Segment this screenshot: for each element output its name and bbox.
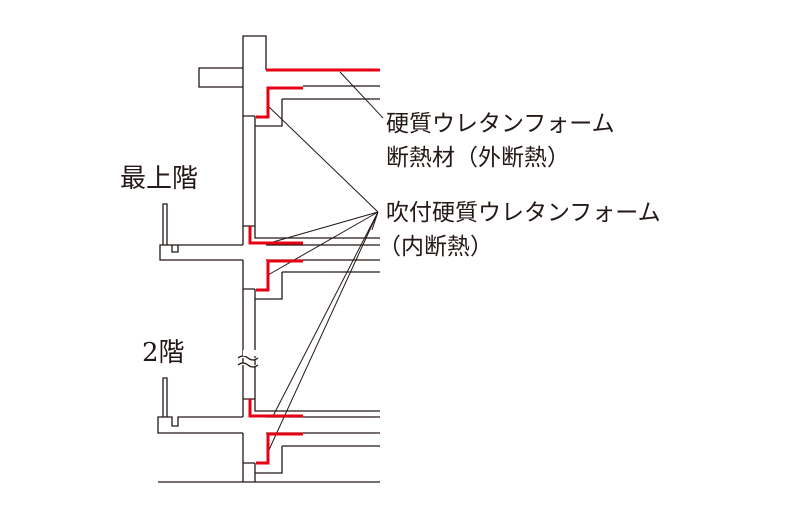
insulation-red xyxy=(248,68,380,465)
top-floor-internal-insulation xyxy=(248,226,303,245)
leader-internal xyxy=(267,105,379,453)
roof-internal-insulation xyxy=(256,86,303,119)
leader-external xyxy=(339,71,384,119)
second-floor-wall xyxy=(242,260,380,417)
internal-insulation-sublabel: （内断熱） xyxy=(378,234,493,260)
second-floor-slab xyxy=(157,416,380,434)
first-floor-ceiling xyxy=(158,433,380,483)
top-floor-wall xyxy=(242,116,380,245)
ceiling-lines xyxy=(243,271,380,300)
internal-insulation-label: 吹付硬質ウレタンフォーム xyxy=(386,200,661,226)
roof-slab-lines xyxy=(243,85,380,127)
top-floor-slab xyxy=(159,244,380,261)
top-floor-label: 最上階 xyxy=(120,164,199,194)
break-gap xyxy=(243,350,256,356)
top-floor-ceiling-insulation xyxy=(256,259,303,292)
wall-break-mark xyxy=(237,355,259,368)
external-insulation-sublabel: 断熱材（外断熱） xyxy=(386,145,570,171)
second-floor-ceiling-insulation xyxy=(256,432,303,465)
second-floor-label: 2階 xyxy=(142,338,185,368)
external-insulation-label: 硬質ウレタンフォーム xyxy=(386,111,615,137)
top-floor-railing xyxy=(162,203,168,245)
second-floor-internal-insulation xyxy=(248,399,303,418)
second-floor-railing xyxy=(162,377,168,417)
roof-parapet xyxy=(198,35,267,116)
